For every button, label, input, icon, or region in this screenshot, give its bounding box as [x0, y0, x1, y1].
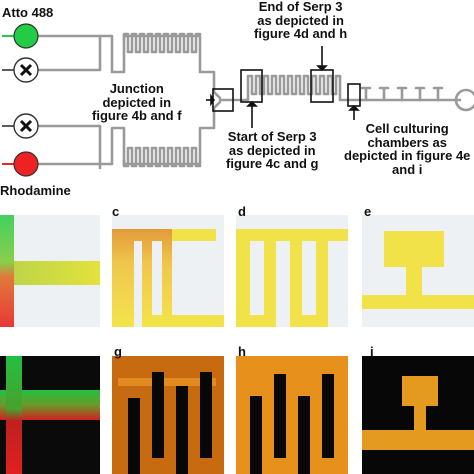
- panel-h-label: h: [238, 344, 246, 359]
- panel-c-label: c: [112, 204, 120, 219]
- serp-end-caption: End of Serp 3 as depicted in figure 4d a…: [254, 0, 348, 42]
- atto-inlet-icon: [13, 23, 39, 49]
- panel-g-fluorescence: [112, 356, 224, 474]
- rhodamine-inlet-icon: [13, 151, 39, 177]
- panel-f-fluorescence: [0, 356, 100, 474]
- panel-e-simulation: [362, 215, 474, 327]
- junction-caption: Junction depicted in figure 4b and f: [92, 81, 182, 124]
- panel-i-label: i: [370, 344, 374, 359]
- atto-label: Atto 488: [2, 5, 54, 20]
- serp-start-caption: Start of Serp 3 as depicted in figure 4c…: [226, 129, 319, 172]
- panel-e-label: e: [364, 204, 372, 219]
- microfluidic-schematic: [2, 23, 474, 177]
- panel-c-simulation: [112, 215, 224, 327]
- panel-d-label: d: [238, 204, 246, 219]
- panel-h-fluorescence: [236, 356, 348, 474]
- panel-b-simulation: [0, 215, 100, 327]
- rhodamine-label: Rhodamine: [0, 183, 71, 198]
- panel-i-fluorescence: [362, 356, 474, 474]
- chamber-caption: Cell culturing chambers as depicted in f…: [344, 121, 471, 177]
- panel-g-label: g: [114, 344, 122, 359]
- panel-d-simulation: [236, 215, 348, 327]
- chamber-box: [347, 83, 361, 107]
